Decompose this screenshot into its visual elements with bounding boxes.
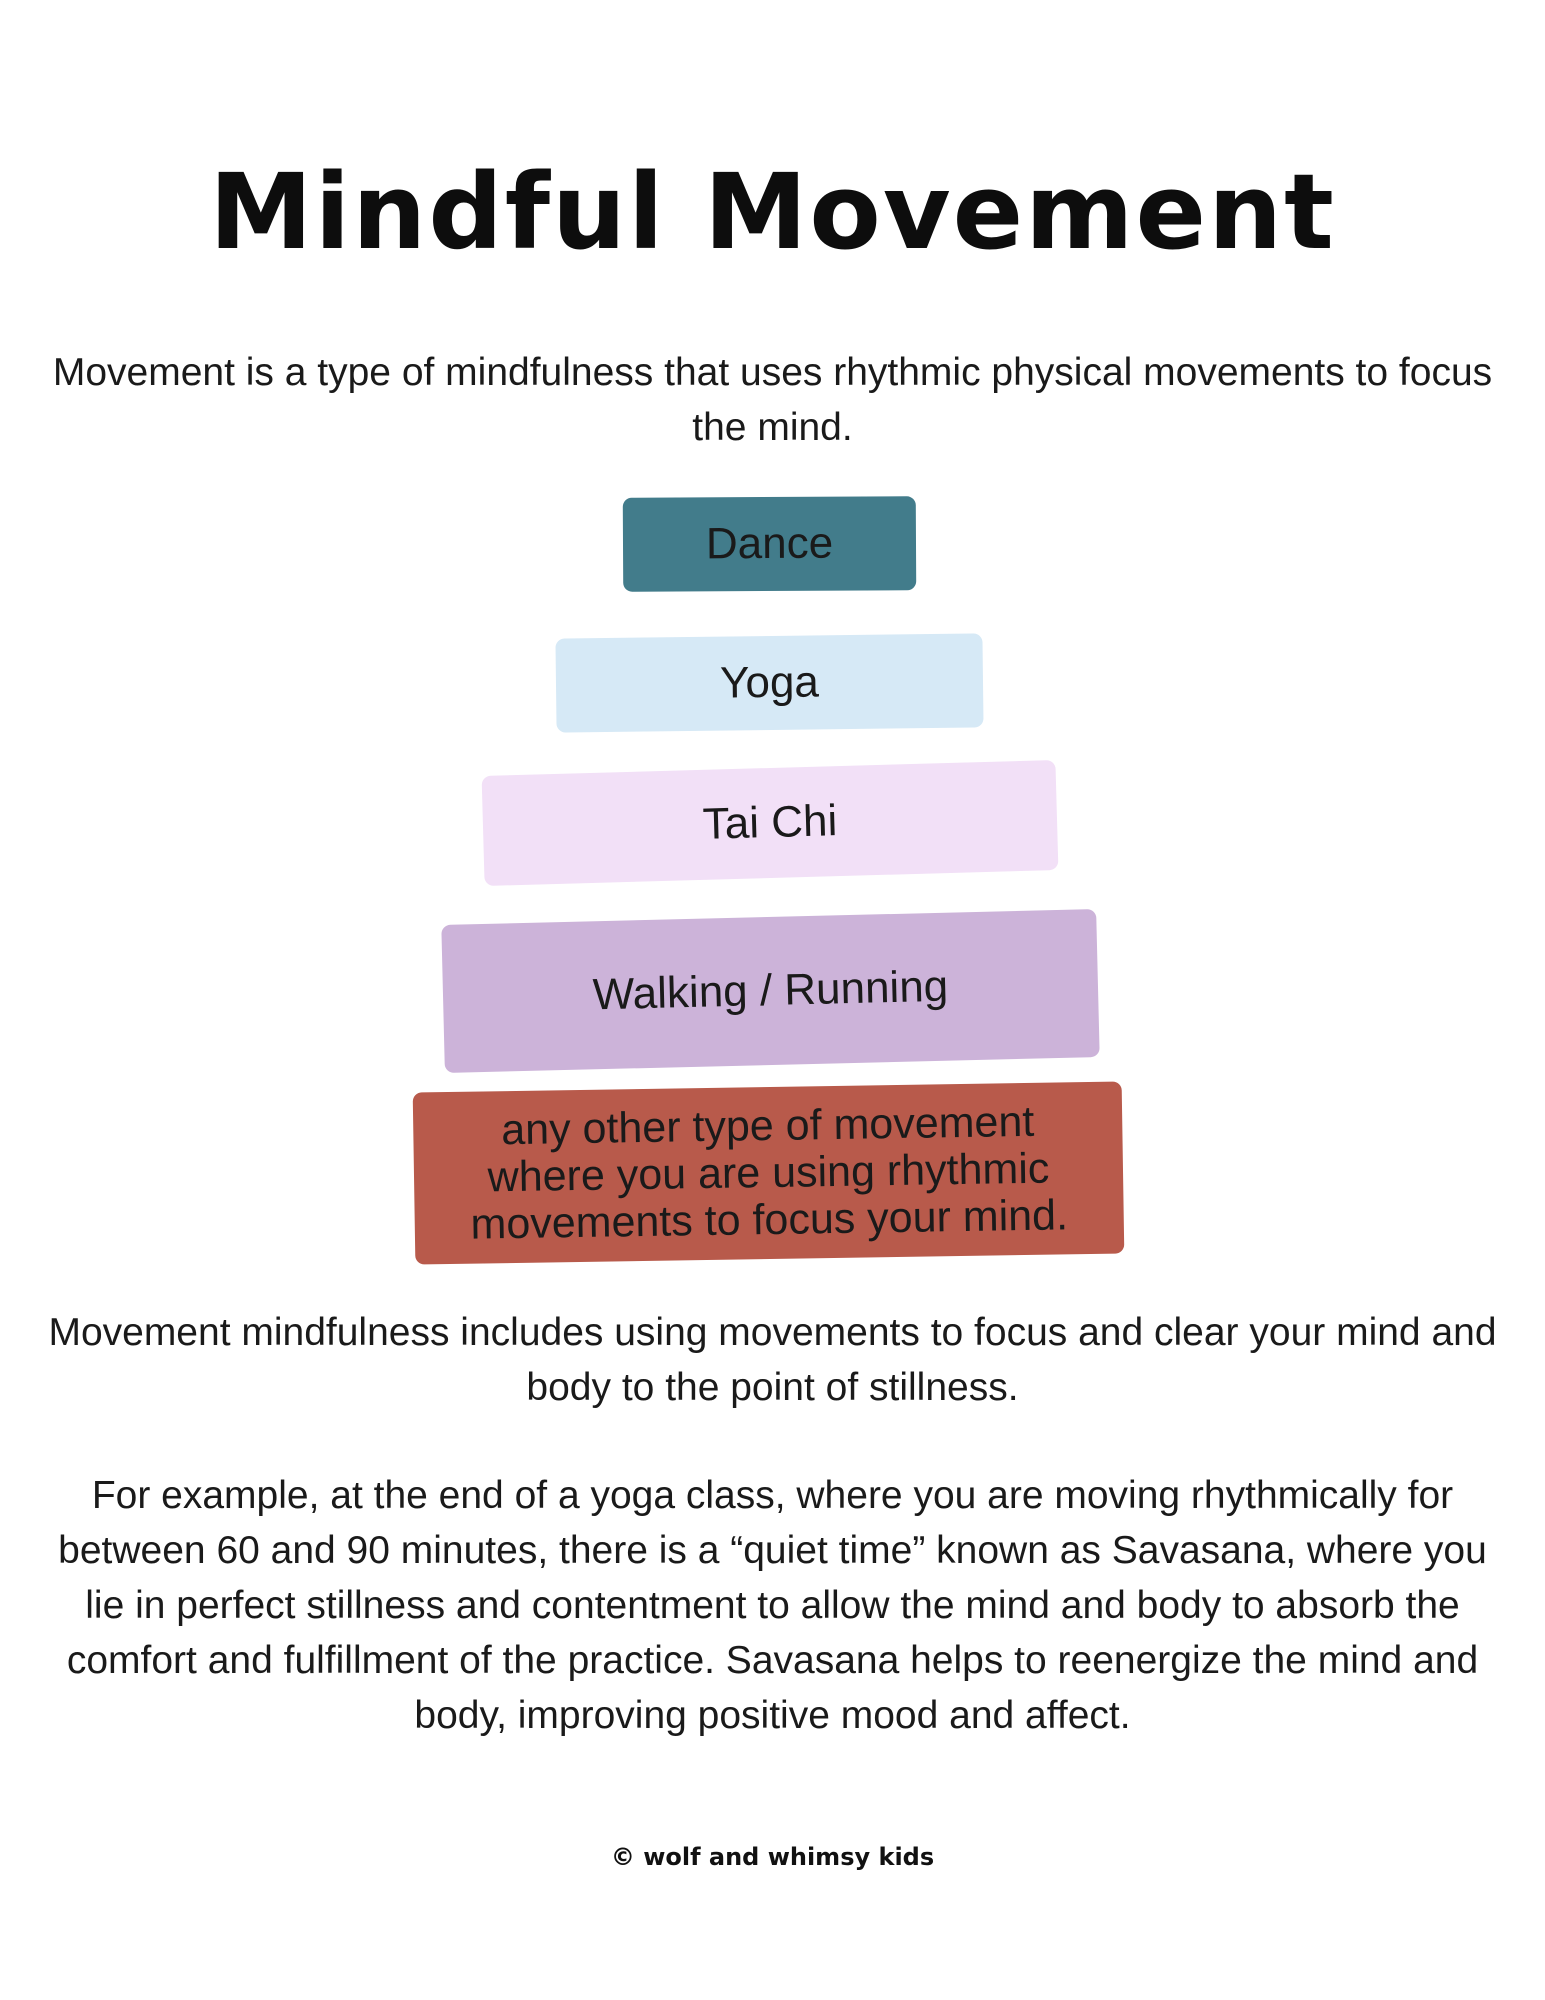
copyright-footer: © wolf and whimsy kids	[610, 1843, 935, 1871]
page-title: Mindful Movement	[209, 151, 1336, 273]
pyramid-block-label: Yoga	[719, 657, 820, 708]
pyramid-block-yoga: Yoga	[555, 633, 984, 733]
intro-paragraph: Movement is a type of mindfulness that u…	[52, 351, 1493, 449]
pyramid-block-other-movement: any other type of movement where you are…	[412, 1081, 1125, 1265]
pyramid-block-dance: Dance	[622, 496, 917, 592]
pyramid-block-walking-running: Walking / Running	[441, 909, 1100, 1073]
body-paragraph-1: Movement mindfulness includes using move…	[48, 1311, 1497, 1409]
pyramid-block-label: any other type of movement where you are…	[470, 1097, 1069, 1249]
pyramid-block-tai-chi: Tai Chi	[481, 760, 1059, 886]
pyramid-block-label: Walking / Running	[592, 961, 949, 1020]
pyramid-block-label: Tai Chi	[702, 796, 838, 849]
pyramid-block-label: Dance	[705, 518, 834, 569]
body-paragraph-2: For example, at the end of a yoga class,…	[58, 1474, 1487, 1737]
